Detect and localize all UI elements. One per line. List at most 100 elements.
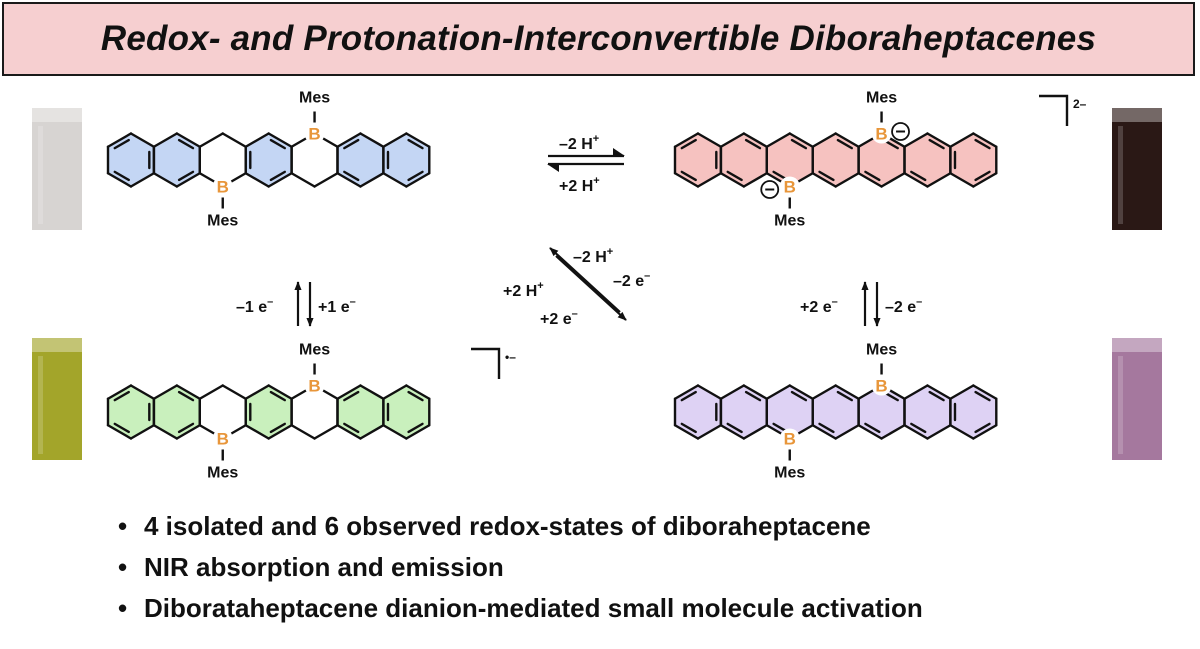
bond xyxy=(313,172,339,188)
double-bond xyxy=(343,422,360,434)
bond xyxy=(696,172,723,188)
bond xyxy=(359,172,385,188)
label-minus-1e: –1 e– xyxy=(236,296,273,316)
boron-atom: B xyxy=(875,125,887,144)
bond xyxy=(673,424,700,440)
double-bond xyxy=(836,390,854,402)
boron-mask xyxy=(212,176,233,197)
dianion-charge: 2– xyxy=(1039,94,1087,126)
boron-atom: B xyxy=(875,377,887,396)
double-bond xyxy=(744,390,762,402)
bond xyxy=(152,424,179,440)
double-bond xyxy=(680,422,697,434)
double-bond xyxy=(836,138,854,150)
bond xyxy=(788,384,814,400)
boron-atom: B xyxy=(308,125,320,144)
double-bond xyxy=(177,138,195,150)
bond xyxy=(267,172,293,188)
bond xyxy=(742,132,768,148)
bond xyxy=(903,172,929,188)
bond xyxy=(336,132,362,148)
mes-label: Mes xyxy=(774,213,805,230)
label-diag-plus-2H: +2 H+ xyxy=(503,280,544,300)
bond xyxy=(359,424,385,440)
double-bond xyxy=(726,422,743,434)
label-plus-2H: +2 H+ xyxy=(559,175,600,195)
mes-label: Mes xyxy=(207,213,238,230)
bond xyxy=(336,384,362,400)
bond xyxy=(972,424,998,440)
double-bond xyxy=(407,422,424,434)
double-bond xyxy=(113,390,130,402)
double-bond xyxy=(818,170,835,182)
bond xyxy=(382,424,408,440)
double-bond xyxy=(818,422,835,434)
charge-bracket xyxy=(1039,94,1069,126)
bond xyxy=(336,424,362,440)
bond xyxy=(129,172,156,188)
double-bond xyxy=(177,170,195,182)
double-bond xyxy=(910,422,927,434)
title-banner: Redox- and Protonation-Interconvertible … xyxy=(2,2,1195,76)
double-bond xyxy=(407,170,424,182)
bond xyxy=(880,172,906,188)
vial-solution xyxy=(32,338,82,460)
label-plus-2e: +2 e– xyxy=(800,296,838,316)
bond xyxy=(106,172,133,188)
bond xyxy=(765,132,791,148)
bond xyxy=(198,384,224,400)
bond xyxy=(129,384,156,400)
vial-photo xyxy=(1112,108,1162,230)
double-bond xyxy=(790,390,808,402)
double-bond xyxy=(864,170,881,182)
bond xyxy=(949,384,975,400)
bond xyxy=(903,384,929,400)
bond xyxy=(742,424,768,440)
bond xyxy=(267,424,293,440)
diagonal-arrow-down xyxy=(555,255,627,321)
bond xyxy=(106,424,133,440)
boron-atom: B xyxy=(217,430,229,449)
double-bond xyxy=(974,170,991,182)
charge-label: •– xyxy=(505,350,516,364)
boron-atom: B xyxy=(784,178,796,197)
double-bond xyxy=(974,422,991,434)
bullet-text: NIR absorption and emission xyxy=(144,552,504,582)
bond xyxy=(857,172,883,188)
bond xyxy=(152,172,179,188)
bond xyxy=(834,424,860,440)
bond xyxy=(336,172,362,188)
double-bond xyxy=(407,390,424,402)
bond xyxy=(359,132,385,148)
boron-mask xyxy=(871,123,892,144)
vial-solution xyxy=(1112,338,1162,460)
bond xyxy=(972,384,998,400)
vial-meniscus xyxy=(1112,338,1162,352)
boron-mask xyxy=(871,375,892,396)
vial-glare xyxy=(1118,126,1123,224)
charge-label: 2– xyxy=(1073,97,1087,111)
double-bond xyxy=(269,390,287,402)
double-bond xyxy=(269,170,287,182)
bond xyxy=(949,132,975,148)
boron-atom: B xyxy=(784,430,796,449)
double-bond xyxy=(113,138,130,150)
bond xyxy=(903,132,929,148)
bullet-item: •Diborataheptacene dianion-mediated smal… xyxy=(118,588,923,629)
vial-solution xyxy=(32,108,82,230)
vial-meniscus xyxy=(1112,108,1162,122)
vial-glare xyxy=(38,126,43,224)
label-diag-minus-2e: –2 e– xyxy=(613,270,650,290)
bond xyxy=(673,384,700,400)
vial-meniscus xyxy=(32,108,82,122)
bond xyxy=(972,172,998,188)
bond xyxy=(719,172,746,188)
boron-mask xyxy=(212,428,233,449)
bond xyxy=(152,384,179,400)
bond xyxy=(359,384,385,400)
double-bond xyxy=(790,138,808,150)
vial-photo xyxy=(32,338,82,460)
